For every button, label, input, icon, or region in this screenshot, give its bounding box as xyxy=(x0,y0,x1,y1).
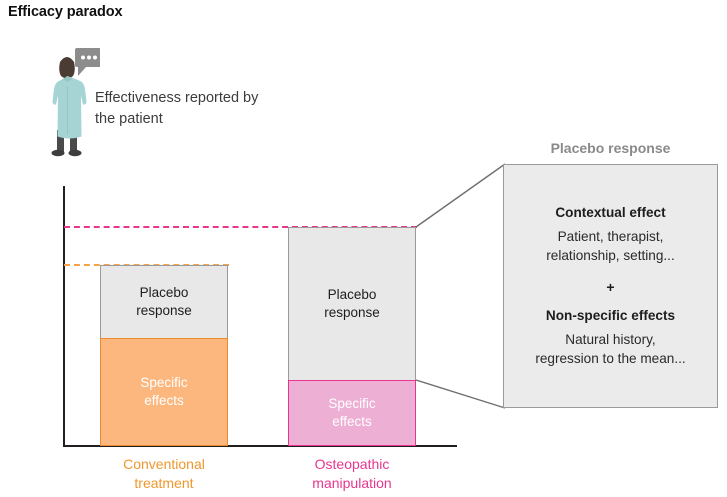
callout-plus-sign: + xyxy=(606,278,615,295)
total-effect-line-osteopathic xyxy=(64,226,417,228)
callout-heading: Placebo response xyxy=(550,140,671,156)
patient-caption: Effectiveness reported by the patient xyxy=(95,90,259,127)
y-axis xyxy=(63,186,65,447)
patient-figure-icon xyxy=(44,48,101,158)
callout-connector-lines xyxy=(410,160,510,415)
callout-nonspecific-title: Non-specific effects xyxy=(545,307,676,323)
speech-bubble-icon xyxy=(75,48,101,76)
page-title: Efficacy paradox xyxy=(8,4,123,20)
callout-contextual-body: Patient, therapist,relationship, setting… xyxy=(546,228,675,263)
callout-nonspecific-body: Natural history,regression to the mean..… xyxy=(535,331,686,366)
callout-contextual-title: Contextual effect xyxy=(555,204,666,220)
x-axis xyxy=(63,445,457,447)
callout-box: Contextual effect Patient, therapist,rel… xyxy=(503,164,718,408)
